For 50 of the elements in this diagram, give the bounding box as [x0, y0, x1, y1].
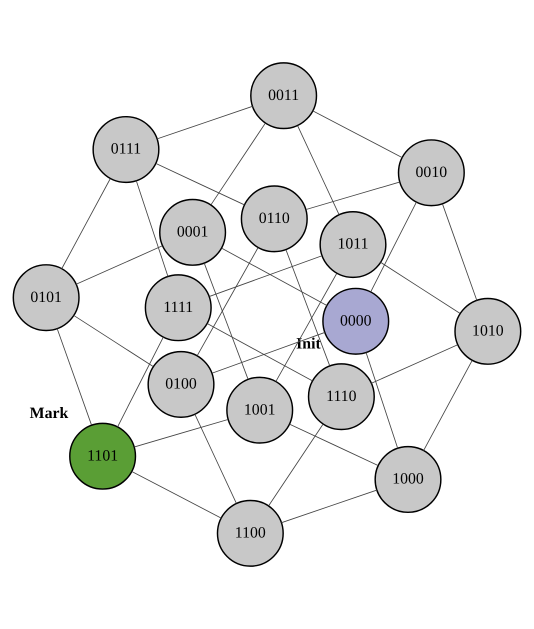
connector [370, 344, 458, 384]
connector [117, 336, 164, 428]
connector [76, 246, 163, 285]
connector [306, 182, 400, 210]
connector [212, 332, 326, 374]
connector [366, 352, 398, 449]
connector [56, 328, 92, 426]
node-circle: 1001 [226, 376, 294, 444]
connector [131, 471, 222, 519]
connector [210, 122, 266, 206]
connector [281, 490, 378, 524]
node-label: Mark [30, 404, 68, 422]
node-circle: 1110 [308, 363, 375, 430]
node-circle: 1011 [319, 210, 387, 278]
node-circle: 1010 [454, 298, 522, 365]
connector [297, 125, 340, 215]
connector [289, 424, 378, 466]
node-label: Init [296, 336, 321, 353]
connector [204, 262, 248, 380]
connector [276, 273, 338, 382]
connector [423, 360, 472, 451]
connector [73, 315, 154, 367]
node-circle: 0011 [250, 62, 318, 130]
node-circle: 0001 [159, 198, 226, 266]
connector [136, 180, 168, 277]
connector [156, 163, 245, 206]
node-circle: 0000 [322, 288, 390, 355]
connector [61, 178, 111, 270]
connector [194, 414, 237, 504]
node-circle: 1000 [374, 446, 442, 514]
connector [156, 106, 253, 140]
connector [221, 248, 328, 306]
connector [370, 202, 417, 292]
node-circle: 0110 [240, 185, 308, 252]
node-circle: 0111 [92, 116, 160, 184]
connector [380, 262, 460, 314]
node-circle: 1100 [216, 500, 284, 567]
connector [268, 424, 324, 506]
connector [196, 247, 258, 356]
connector [312, 110, 403, 158]
connector [442, 204, 478, 301]
connector [134, 419, 228, 448]
connector [286, 250, 330, 366]
node-circle: 0010 [398, 139, 465, 206]
connector [209, 255, 322, 297]
connector [206, 323, 313, 382]
node-circle: 1101 [69, 422, 136, 490]
node-circle: 0101 [12, 264, 80, 332]
node-circle: 1111 [144, 274, 212, 342]
node-circle: 0100 [147, 350, 215, 418]
